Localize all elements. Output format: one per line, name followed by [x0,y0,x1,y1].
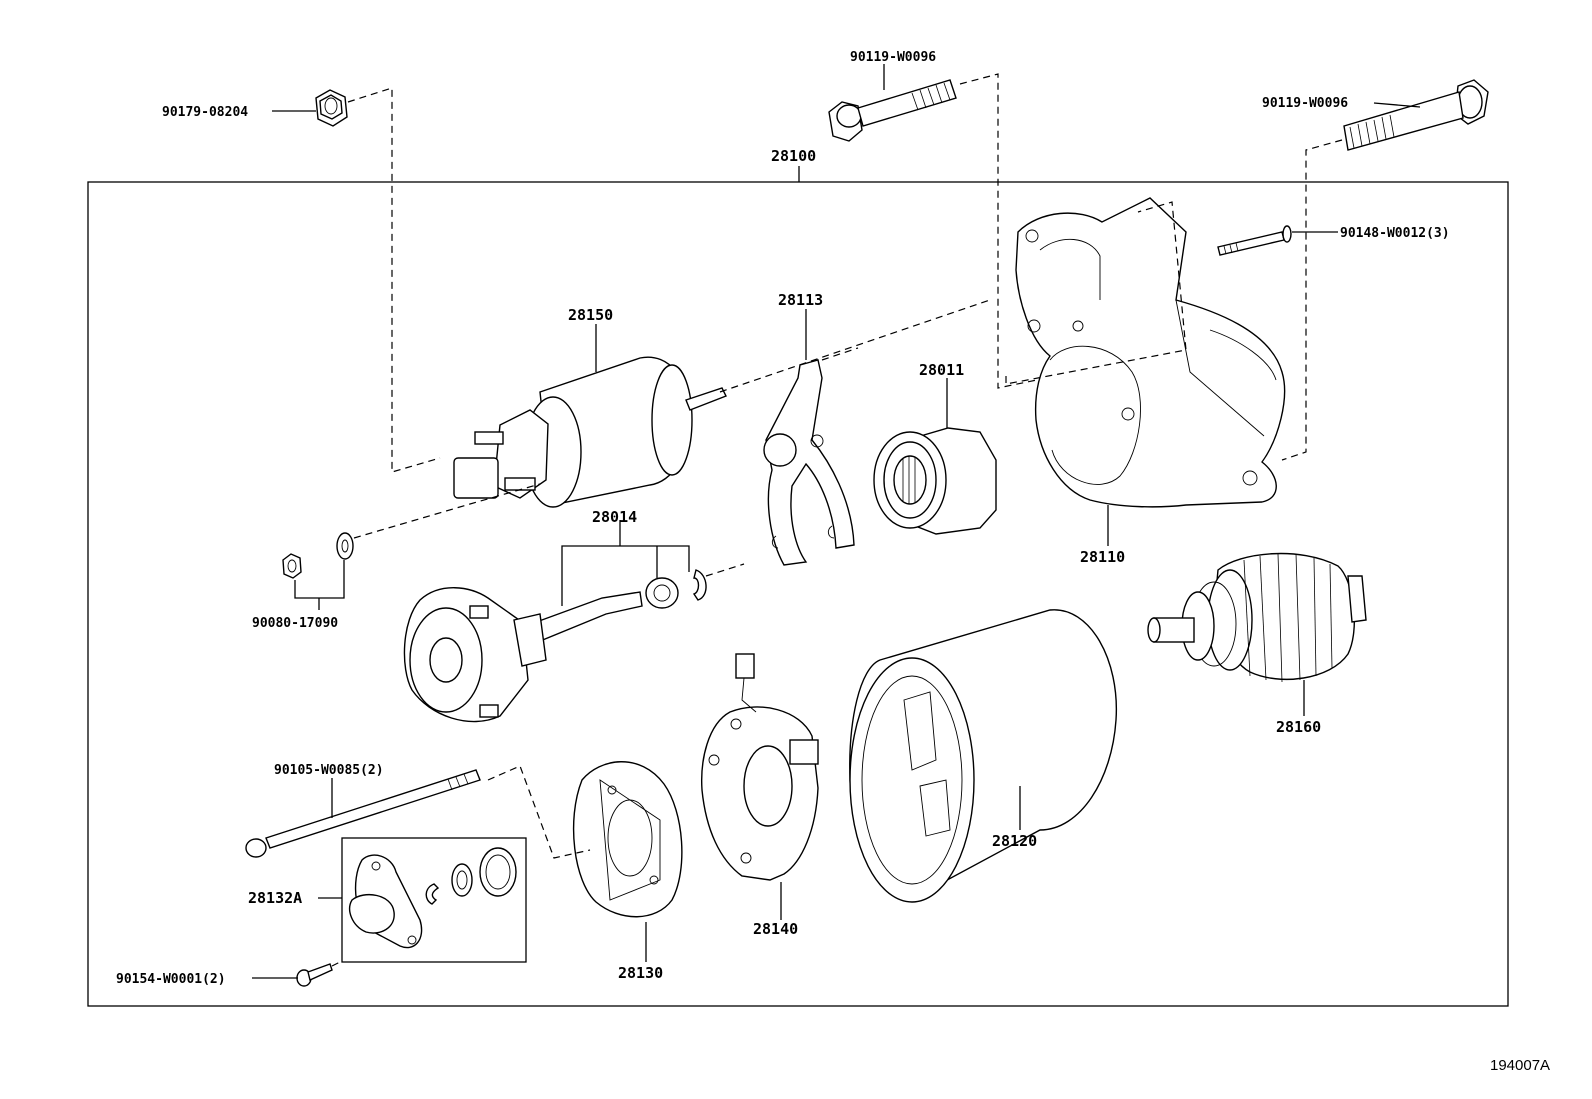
yoke-part [849,609,1118,903]
label-brush-holder: 28140 [753,920,798,938]
shaft-part [403,569,707,723]
screw-right-part [1217,225,1292,256]
clutch-part [873,427,997,535]
nut-top-part [315,89,348,127]
nut-washer-part [282,532,354,579]
brush-holder-part [701,653,819,881]
label-shaft: 28014 [592,508,637,526]
assembly-frame [87,181,1509,1007]
label-through-bolt: 90105-W0085(2) [274,763,384,778]
screw-bottom-part [296,963,333,987]
bolt-top-part [828,79,957,142]
end-frame-part [572,761,683,918]
solenoid-part [453,356,727,508]
cover-kit-box [341,837,527,963]
label-bolt-top: 90119-W0096 [850,50,936,65]
label-clutch: 28011 [919,361,964,379]
label-solenoid: 28150 [568,306,613,324]
label-housing: 28110 [1080,548,1125,566]
label-lever: 28113 [778,291,823,309]
label-end-frame: 28130 [618,964,663,982]
assembly-label: 28100 [771,147,816,165]
label-nut-top: 90179-08204 [162,105,248,120]
through-bolt-part [245,769,481,858]
cover-kit-part [348,847,517,949]
label-screw-bottom: 90154-W0001(2) [116,972,226,987]
housing-part [1015,197,1286,508]
label-bolt-right: 90119-W0096 [1262,96,1348,111]
label-armature: 28160 [1276,718,1321,736]
reference-code: 194007A [1490,1057,1550,1074]
lever-part [763,359,855,566]
label-nut-washer: 90080-17090 [252,616,338,631]
armature-part [1147,552,1367,683]
label-cover-kit: 28132A [248,889,302,907]
label-yoke: 28120 [992,832,1037,850]
label-screw-right: 90148-W0012(3) [1340,226,1450,241]
bolt-right-part [1343,79,1489,151]
